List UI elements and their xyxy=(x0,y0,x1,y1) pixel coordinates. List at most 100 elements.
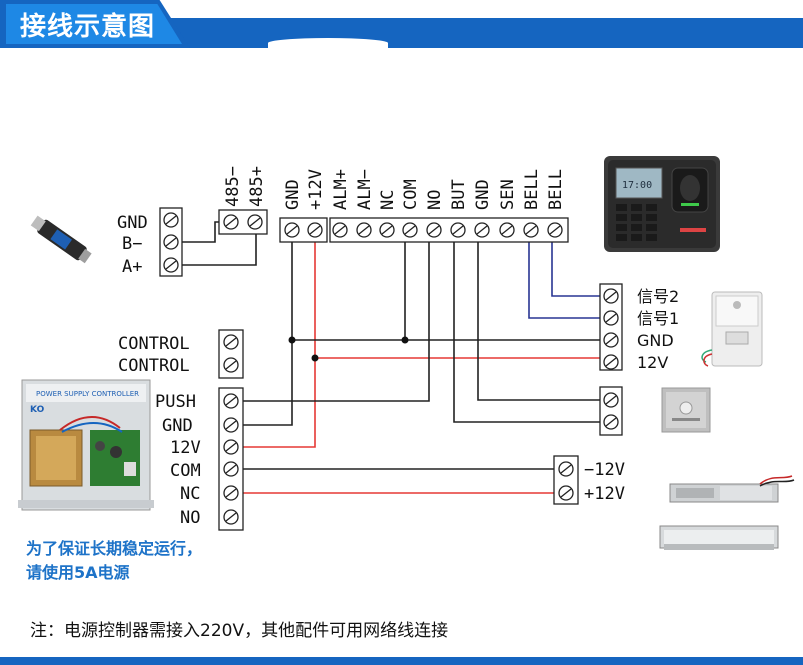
fingerprint-reader-image: 17:00 xyxy=(604,156,720,252)
page-title: 接线示意图 xyxy=(20,12,156,42)
reader-screen-text: 17:00 xyxy=(622,180,652,191)
terminal-label-alm-minus: ALM− xyxy=(355,169,375,210)
wire-no xyxy=(231,230,430,402)
magnetic-lock-image xyxy=(659,525,779,550)
junction-com xyxy=(401,336,409,344)
lock-terminal-screw xyxy=(558,485,574,501)
controller-terminal-screw xyxy=(356,222,372,238)
wire-bell1 xyxy=(528,230,611,319)
terminal-label-12v: +12V xyxy=(306,169,326,210)
psu-terminal-screw xyxy=(223,439,239,455)
exit-terminal-screw xyxy=(603,414,619,430)
terminal-label-sen: SEN xyxy=(498,179,518,210)
controller-terminal-screw xyxy=(426,222,442,238)
wire-but xyxy=(453,230,611,423)
wires xyxy=(172,221,611,494)
lock-label-plus12v: +12V xyxy=(584,484,625,504)
psu-control-label-2: CONTROL xyxy=(118,356,190,376)
psu-terminal-screws xyxy=(223,393,239,525)
bolt-lock-image xyxy=(669,475,795,503)
bell-label-12v: 12V xyxy=(637,353,668,372)
psu-terminal-screw xyxy=(223,417,239,433)
terminal-label-gnd: GND xyxy=(283,179,303,210)
header-notch xyxy=(268,38,388,48)
psu-brand-text: KO xyxy=(30,405,45,415)
power-supply-image: POWER SUPPLY CONTROLLER KO xyxy=(18,379,154,511)
rs485-a-label: A+ xyxy=(122,257,142,277)
bell-terminal-screw xyxy=(603,310,619,326)
junctions xyxy=(288,336,409,362)
psu-label-push: PUSH xyxy=(155,392,196,412)
psu-control-label-1: CONTROL xyxy=(118,334,190,354)
wire-bell2 xyxy=(551,230,611,297)
bell-terminal-screw xyxy=(603,354,619,370)
controller-terminal-screw xyxy=(450,222,466,238)
terminal-label-nc: NC xyxy=(378,190,398,210)
exit-terminal-screws xyxy=(603,392,619,430)
lock-terminal-screws xyxy=(558,461,574,501)
header-banner: 接线示意图 xyxy=(0,0,803,48)
psu-label-com: COM xyxy=(170,461,201,481)
bell-terminal-screws xyxy=(603,288,619,370)
controller-terminal-screw xyxy=(474,222,490,238)
psu-note-line-1: 为了保证长期稳定运行， xyxy=(26,539,202,558)
controller-terminal-screw xyxy=(499,222,515,238)
bell-terminal-block xyxy=(599,283,623,371)
controller-terminal-screw xyxy=(523,222,539,238)
junction-12v xyxy=(311,354,319,362)
psu-terminal-block xyxy=(218,387,244,531)
terminal-label-com: COM xyxy=(401,179,421,210)
terminal-label-gnd-2: GND xyxy=(473,179,493,210)
terminal-label-alm-plus: ALM+ xyxy=(331,169,351,210)
controller-terminal-screw xyxy=(379,222,395,238)
bell-terminal-screw xyxy=(603,288,619,304)
rs485-b-label: B− xyxy=(122,234,142,254)
rs485-terminal-block xyxy=(159,207,183,277)
control-terminal-screws xyxy=(223,334,239,373)
bell-terminal-screw xyxy=(603,332,619,348)
controller-terminal-screws xyxy=(284,222,563,238)
exit-button-image xyxy=(661,387,711,433)
psu-terminal-screw xyxy=(223,485,239,501)
terminal-label-but: BUT xyxy=(449,179,469,210)
bottom-note: 注：电源控制器需接入220V，其他配件可用网络线连接 xyxy=(30,621,448,641)
junction-gnd xyxy=(288,336,296,344)
psu-terminal-screw xyxy=(223,509,239,525)
controller-terminal-screw xyxy=(547,222,563,238)
psu-label-12v: 12V xyxy=(170,438,201,458)
lock-terminal-screw xyxy=(558,461,574,477)
control-terminal-screw xyxy=(223,357,239,373)
psu-label-nc: NC xyxy=(180,484,200,504)
rs485-converter-image xyxy=(30,215,92,264)
psu-title-text: POWER SUPPLY CONTROLLER xyxy=(36,390,139,398)
terminal-label-no: NO xyxy=(425,190,445,210)
controller-terminal-screw xyxy=(402,222,418,238)
footer-bar xyxy=(0,657,803,665)
exit-terminal-screw xyxy=(603,392,619,408)
bell-label-signal2: 信号2 xyxy=(637,287,679,306)
bell-label-signal1: 信号1 xyxy=(637,309,679,328)
controller-terminal-screw xyxy=(284,222,300,238)
wire-ctrl-12v xyxy=(231,230,316,448)
psu-terminal-screw xyxy=(223,393,239,409)
rs485-gnd-label: GND xyxy=(117,213,148,233)
control-terminal-screw xyxy=(223,334,239,350)
psu-label-gnd: GND xyxy=(162,416,193,436)
lock-label-minus12v: −12V xyxy=(584,460,625,480)
psu-terminal-screw xyxy=(223,461,239,477)
wire-485-a xyxy=(172,222,257,266)
psu-label-no: NO xyxy=(180,508,200,528)
doorbell-image xyxy=(701,291,763,367)
header-tab-inner xyxy=(6,4,182,44)
rs485-reader-terminal xyxy=(218,209,268,235)
psu-note-line-2: 请使用5A电源 xyxy=(26,563,130,582)
bell-label-gnd: GND xyxy=(637,331,674,350)
controller-terminal-screw xyxy=(307,222,323,238)
controller-terminal-screw xyxy=(332,222,348,238)
terminal-485-minus-label: 485− xyxy=(223,166,243,207)
terminal-485-plus-label: 485+ xyxy=(247,166,267,207)
wire-ctrl-gnd xyxy=(231,230,293,426)
terminal-label-bell-2: BELL xyxy=(546,169,566,210)
terminal-label-bell-1: BELL xyxy=(522,169,542,210)
